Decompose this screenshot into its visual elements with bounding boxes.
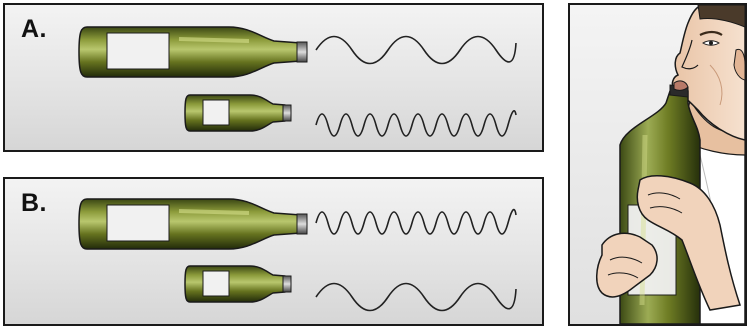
panel-a: A. xyxy=(3,3,544,152)
sound-wave-icon xyxy=(316,284,516,311)
panel-b: B. xyxy=(3,177,544,326)
wine-bottle-icon xyxy=(79,199,307,249)
panel-a-artwork xyxy=(5,5,542,150)
panel-b-artwork xyxy=(5,179,542,324)
wine-bottle-icon xyxy=(185,266,291,302)
sound-wave-icon xyxy=(316,37,516,64)
panel-person-blowing-bottle xyxy=(568,3,747,326)
wine-bottle-icon xyxy=(79,27,307,77)
wine-bottle-icon xyxy=(185,95,291,131)
sound-wave-icon xyxy=(316,111,516,136)
sound-wave-icon xyxy=(316,210,516,234)
person-blowing-bottle-illustration xyxy=(570,5,745,324)
